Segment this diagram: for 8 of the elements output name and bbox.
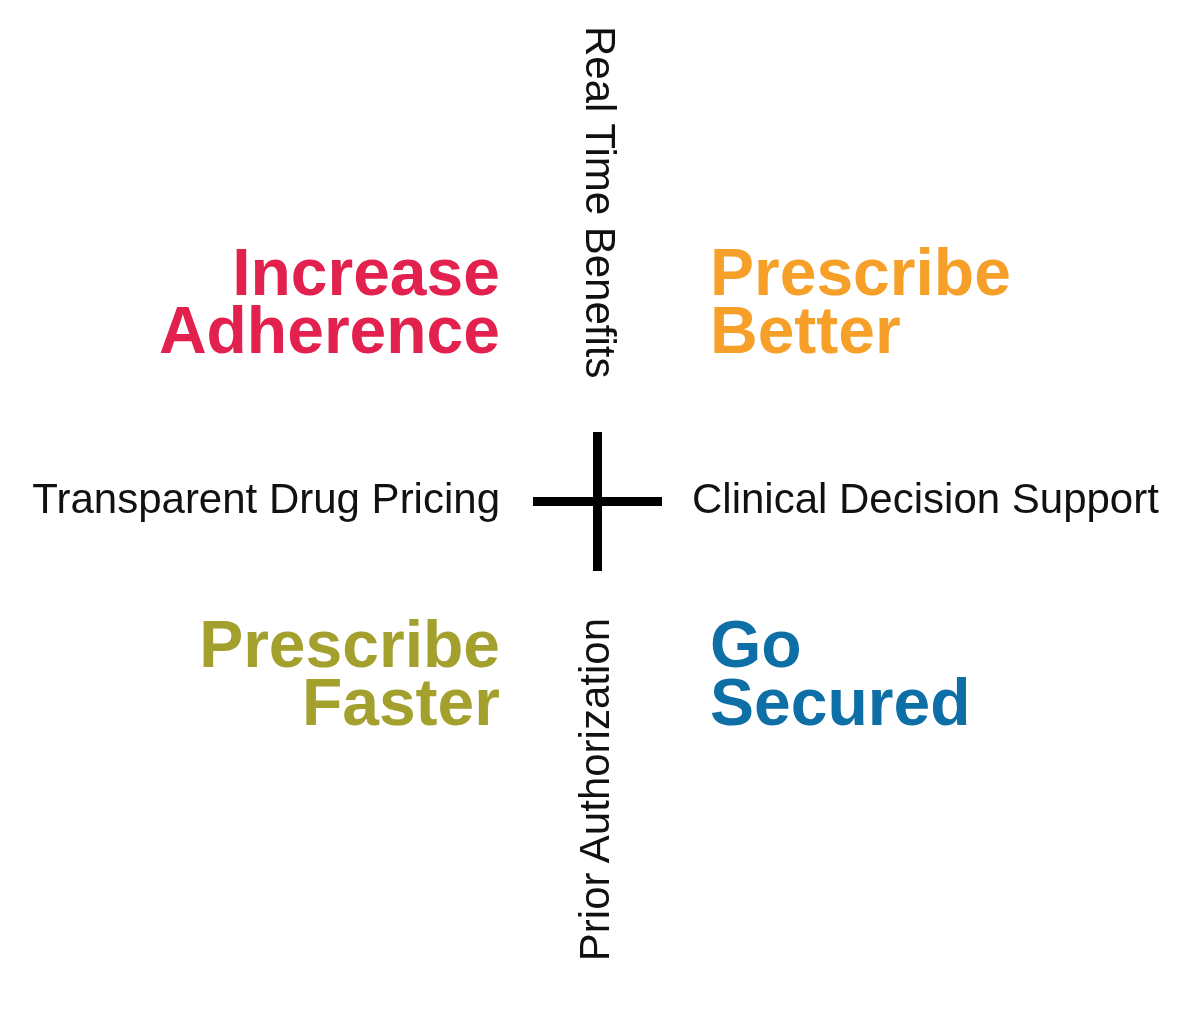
axis-label: Real Time Benefits — [579, 26, 621, 379]
quadrant-heading: Increase Adherence — [158, 243, 500, 359]
axis-label: Prior Authorization — [574, 618, 616, 962]
axis-label: Transparent Drug Pricing — [32, 478, 500, 520]
quadrant-heading: Prescribe Faster — [199, 615, 500, 731]
axis-label: Clinical Decision Support — [692, 478, 1159, 520]
quadrant-heading: Prescribe Better — [710, 243, 1011, 359]
quadrant-heading: Go Secured — [710, 615, 971, 731]
